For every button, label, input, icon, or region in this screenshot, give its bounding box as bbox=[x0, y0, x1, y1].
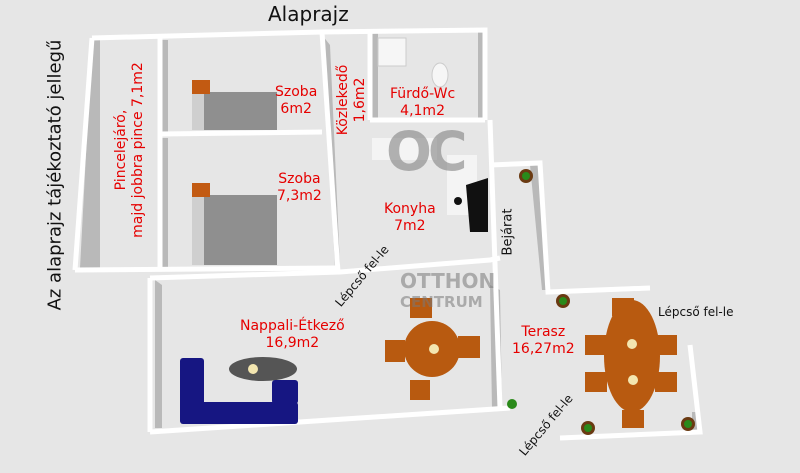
rug bbox=[229, 357, 297, 381]
room-name: Szoba bbox=[278, 171, 321, 187]
room-area: majd jobbra pince 7,1m2 bbox=[130, 62, 146, 238]
room-area: 4,1m2 bbox=[400, 103, 445, 119]
watermark-logo: OC bbox=[386, 120, 468, 183]
toilet bbox=[431, 62, 449, 88]
flower bbox=[628, 375, 638, 385]
room-label-bedroom-2: Szoba 7,3m2 bbox=[277, 171, 322, 205]
room-label-terrace: Terasz 16,27m2 bbox=[512, 324, 575, 358]
nightstand bbox=[192, 80, 210, 197]
room-name: Fürdő-Wc bbox=[390, 86, 456, 102]
room-area: 16,27m2 bbox=[512, 341, 575, 357]
room-area: 1,6m2 bbox=[352, 77, 368, 123]
page-title: Alaprajz bbox=[268, 2, 349, 26]
room-name: Konyha bbox=[384, 201, 436, 217]
room-label-hallway: Közlekedő 1,6m2 bbox=[335, 65, 369, 136]
kitchen-counter bbox=[372, 138, 437, 160]
flower bbox=[429, 344, 439, 354]
sofa bbox=[180, 358, 298, 424]
stove-burner bbox=[454, 197, 462, 205]
entrance-label: Bejárat bbox=[500, 208, 516, 256]
stairs-label: Lépcső fel-le bbox=[658, 305, 734, 319]
bed bbox=[192, 92, 277, 265]
room-name: Közlekedő bbox=[335, 64, 351, 136]
watermark-line2: CENTRUM bbox=[400, 293, 483, 311]
room-label-cellar: Pincelejáró, majd jobbra pince 7,1m2 bbox=[113, 62, 147, 238]
room-name: Szoba bbox=[275, 84, 318, 100]
watermark-line1: OTTHON bbox=[400, 269, 496, 293]
room-area: 7,3m2 bbox=[277, 188, 322, 204]
room-area: 16,9m2 bbox=[265, 335, 320, 351]
plant bbox=[507, 169, 695, 435]
disclaimer: Az alaprajz tájékoztató jellegű bbox=[44, 39, 66, 311]
flower bbox=[627, 339, 637, 349]
walls bbox=[72, 27, 703, 441]
room-area: 7m2 bbox=[394, 218, 426, 234]
sink bbox=[377, 37, 407, 67]
room-label-kitchen: Konyha 7m2 bbox=[384, 201, 436, 235]
room-label-living: Nappali-Étkező 16,9m2 bbox=[240, 318, 345, 352]
flower bbox=[248, 364, 258, 374]
room-label-bedroom-1: Szoba 6m2 bbox=[275, 84, 317, 118]
terrace-table bbox=[585, 298, 677, 428]
room-name: Terasz bbox=[521, 324, 566, 340]
room-name: Nappali-Étkező bbox=[240, 318, 345, 334]
room-name: Pincelejáró, bbox=[113, 109, 129, 191]
room-area: 6m2 bbox=[280, 101, 312, 117]
room-label-bathroom: Fürdő-Wc 4,1m2 bbox=[390, 86, 455, 120]
fridge bbox=[466, 178, 488, 232]
